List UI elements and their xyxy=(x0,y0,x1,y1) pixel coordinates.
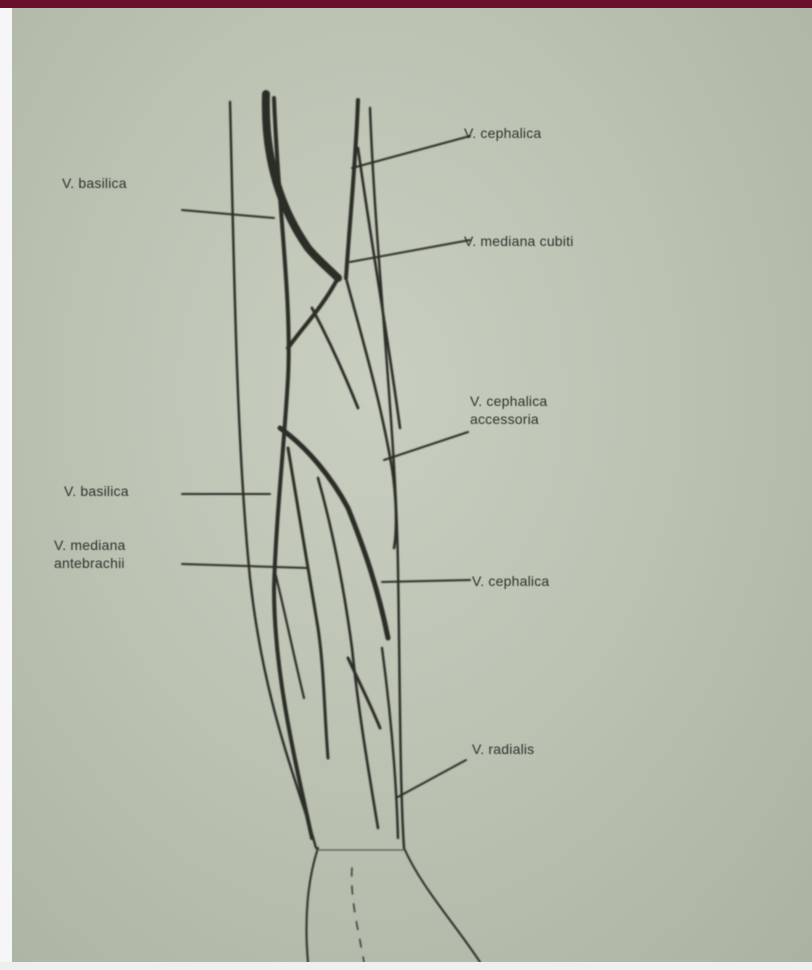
label-mediana-cubiti: V. mediana cubiti xyxy=(464,232,574,250)
label-basilica-top: V. basilica xyxy=(62,174,127,192)
leader-cephalica-accessoria xyxy=(384,432,468,460)
leader-basilica-top xyxy=(182,210,274,218)
leader-cephalica-top xyxy=(352,136,470,168)
wrist-dashed xyxy=(352,868,364,962)
label-cephalica-accessoria: V. cephalica accessoria xyxy=(470,392,547,428)
vein-connector-1 xyxy=(274,568,304,698)
bottom-margin xyxy=(0,962,812,970)
leader-cephalica-lower xyxy=(382,580,470,582)
leader-mediana-antebrachii xyxy=(182,564,308,568)
hand-outline-right xyxy=(404,848,480,962)
leader-radialis xyxy=(396,760,466,798)
median-cubital-branch xyxy=(312,308,358,408)
label-cephalica-top: V. cephalica xyxy=(464,124,541,142)
median-cubital-vein xyxy=(288,278,338,348)
cephalic-vein-upper xyxy=(346,100,358,278)
arm-outline-left xyxy=(230,102,316,848)
vein-connector-2 xyxy=(348,658,380,728)
left-margin xyxy=(0,8,12,970)
arm-vein-drawing xyxy=(12,8,812,962)
leader-mediana-cubiti xyxy=(350,240,470,262)
arm-outline-right xyxy=(370,108,404,848)
hand-outline-left xyxy=(306,848,318,962)
label-basilica-lower: V. basilica xyxy=(64,482,129,500)
top-color-band xyxy=(0,0,812,8)
photo-of-vein-diagram: V. cephalica V. basilica V. mediana cubi… xyxy=(12,8,812,962)
median-antebrachial-vein xyxy=(280,428,388,638)
label-cephalica-lower: V. cephalica xyxy=(472,572,549,590)
label-mediana-antebrachii: V. mediana antebrachii xyxy=(54,536,126,572)
accessory-cephalic-vein xyxy=(346,278,396,548)
label-radialis: V. radialis xyxy=(472,740,534,758)
cephalic-vein-right xyxy=(358,148,400,428)
median-antebrachial-branch-b xyxy=(318,478,378,828)
vein-connector-3 xyxy=(382,648,398,838)
